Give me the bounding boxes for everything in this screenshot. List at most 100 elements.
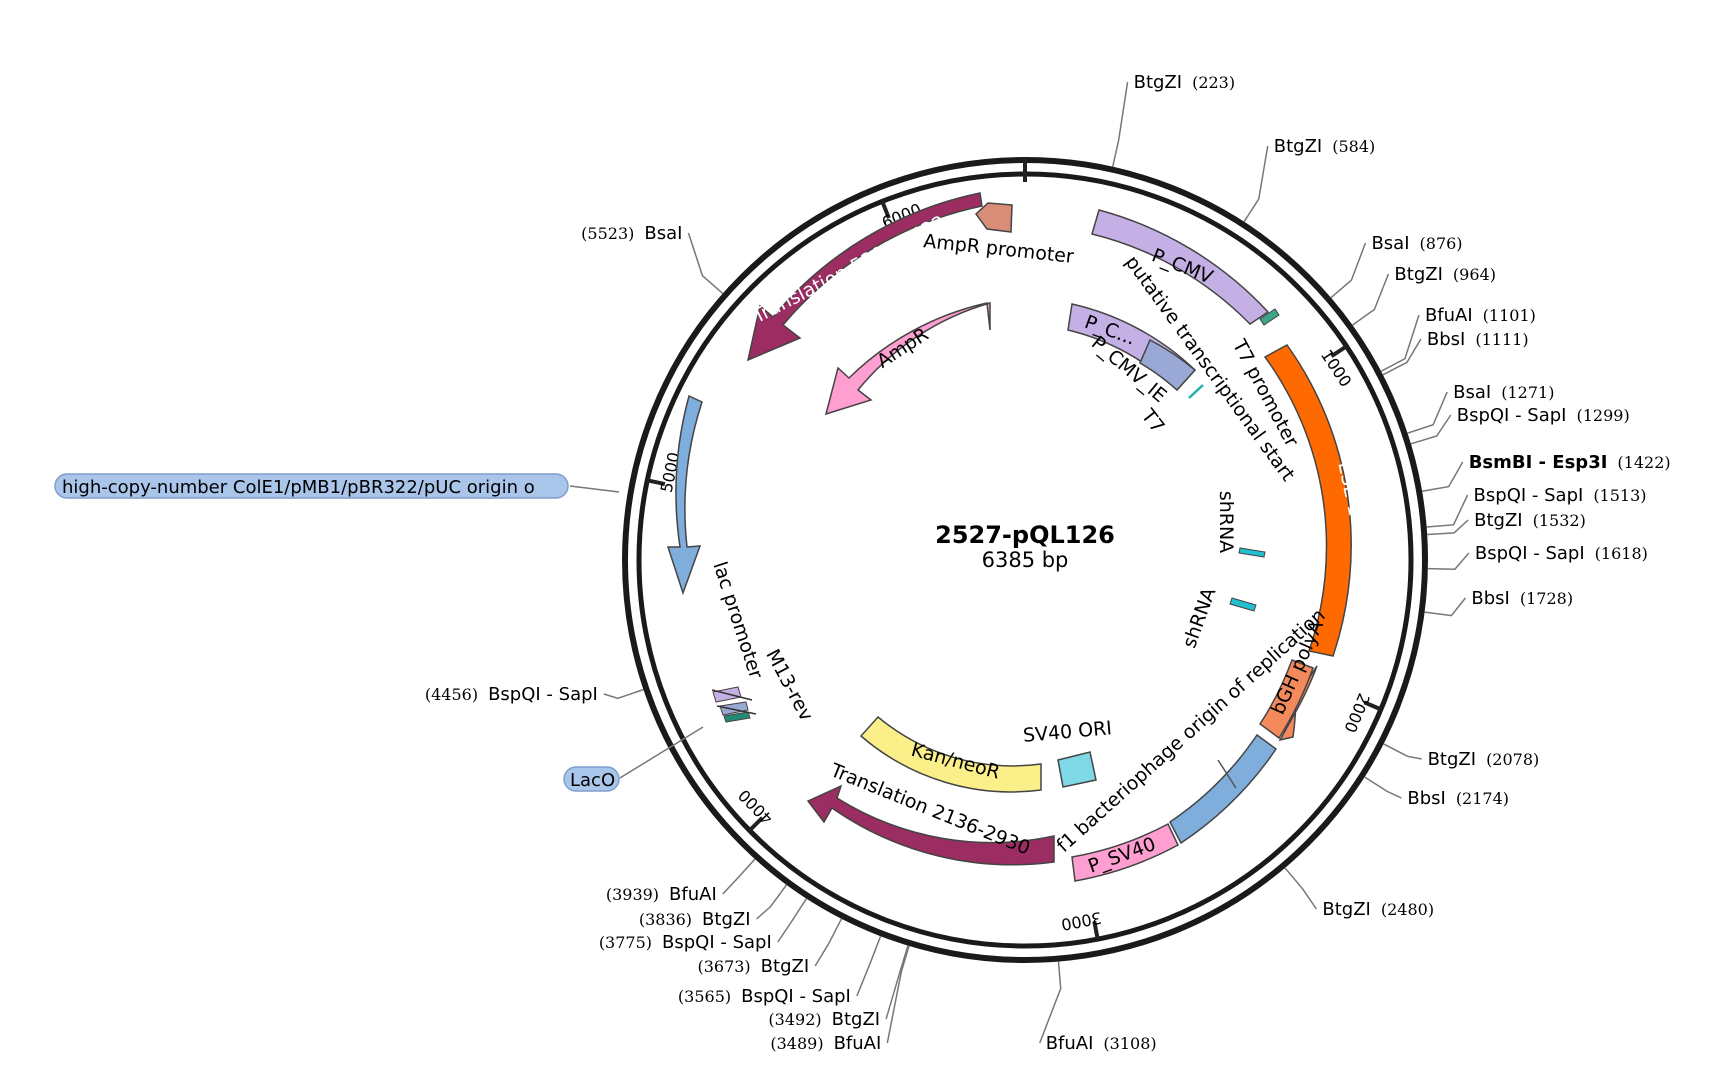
site-position: (1271) <box>1501 383 1554 402</box>
site-position: (223) <box>1192 73 1235 92</box>
feature-pills: high-copy-number ColE1/pMB1/pBR322/pUC o… <box>54 473 704 792</box>
restriction-site[interactable]: (5523)BsaI <box>581 223 682 244</box>
restriction-site[interactable]: (3939) BfuAI <box>606 884 717 905</box>
site-leader <box>1426 494 1469 528</box>
restriction-site[interactable]: BspQI - SapI (1513) <box>1474 485 1647 506</box>
restriction-site[interactable]: BspQI - SapI(1618) <box>1475 543 1648 564</box>
site-leader <box>722 858 756 895</box>
site-position: (5523) <box>581 224 634 243</box>
m13-rev-label: M13-rev <box>761 646 817 725</box>
restriction-site[interactable]: BsmBI - Esp3I(1422) <box>1469 452 1671 473</box>
site-name: BtgZI <box>1474 510 1522 531</box>
translation-2136-feature <box>806 784 1055 866</box>
restriction-site[interactable]: BbsI(1728) <box>1471 588 1573 609</box>
plasmid-size: 6385 bp <box>982 548 1069 572</box>
plasmid-name: 2527-pQL126 <box>935 521 1115 549</box>
restriction-site[interactable]: BtgZI(584) <box>1274 136 1376 157</box>
restriction-site[interactable]: BsaI (876) <box>1371 233 1462 254</box>
restriction-site[interactable]: (3492) BtgZI <box>768 1009 880 1030</box>
site-leader <box>756 884 788 920</box>
shrna-label-2: shRNA <box>1178 585 1220 651</box>
site-name: BsaI <box>1371 233 1409 254</box>
p-cmv-feature <box>1091 209 1270 325</box>
lac-marker-line-2 <box>716 705 757 715</box>
t7-promoter-feature <box>1259 308 1280 326</box>
site-name: BtgZI <box>1274 136 1322 157</box>
site-leader <box>777 898 808 943</box>
site-leader <box>1243 145 1269 223</box>
site-name: BspQI - SapI <box>1474 485 1584 506</box>
site-name: BspQI - SapI <box>662 932 772 953</box>
site-leader <box>1111 81 1129 167</box>
site-leader <box>886 945 910 1044</box>
site-leader <box>1427 519 1469 536</box>
restriction-site[interactable]: (3565)BspQI - SapI <box>678 986 851 1007</box>
p-cmv-ie-part <box>1139 338 1197 392</box>
restriction-site[interactable]: BbsI(1111) <box>1427 329 1529 350</box>
site-leader <box>1330 242 1367 299</box>
restriction-sites: BtgZI (223) BtgZI(584) BsaI (876) BtgZI(964) B… <box>425 72 1671 1054</box>
site-name: BtgZI <box>832 1009 880 1030</box>
site-position: (1111) <box>1475 330 1528 349</box>
p-sv40-label: P_SV40 <box>1085 833 1158 878</box>
restriction-site[interactable]: (3836)BtgZI <box>639 909 751 930</box>
restriction-site[interactable]: BtgZI (223) <box>1134 72 1236 93</box>
site-position: (876) <box>1420 234 1463 253</box>
restriction-site[interactable]: BsaI (1271) <box>1453 382 1554 403</box>
site-position: (3492) <box>768 1010 821 1029</box>
site-name: BsaI <box>1453 382 1491 403</box>
site-leader <box>1382 338 1422 376</box>
site-position: (2174) <box>1456 789 1509 808</box>
restriction-site[interactable]: BtgZI (2078) <box>1428 749 1540 770</box>
site-position: (3836) <box>639 910 692 929</box>
restriction-site[interactable]: (4456)BspQI - SapI <box>425 684 598 705</box>
scale-tick <box>646 478 666 487</box>
site-position: (3108) <box>1103 1034 1156 1053</box>
site-name: BbsI <box>1471 588 1509 609</box>
site-name: BfuAI <box>669 884 717 905</box>
laco-feature <box>723 711 751 723</box>
site-position: (2480) <box>1381 900 1434 919</box>
site-name: BtgZI <box>761 956 809 977</box>
site-name: BtgZI <box>1428 749 1476 770</box>
site-leader <box>1427 552 1470 570</box>
laco-pill[interactable] <box>563 766 620 792</box>
scale-tick <box>748 816 764 832</box>
scale-tick <box>1092 921 1100 940</box>
bgh-polya-block <box>1258 659 1314 740</box>
restriction-site[interactable]: BtgZI(964) <box>1394 264 1496 285</box>
site-name: BfuAI <box>1046 1033 1094 1054</box>
restriction-site[interactable]: (3489)BfuAI <box>770 1033 881 1054</box>
site-name: BfuAI <box>834 1033 882 1054</box>
site-name: BspQI - SapI <box>741 986 851 1007</box>
site-name: BspQI - SapI <box>1475 543 1585 564</box>
site-position: (2078) <box>1486 750 1539 769</box>
restriction-site[interactable]: BbsI (2174) <box>1407 788 1509 809</box>
restriction-site[interactable]: BfuAI (3108) <box>1046 1033 1157 1054</box>
sv40-ori-label: SV40 ORI <box>1022 717 1113 747</box>
restriction-site[interactable]: (3673)BtgZI <box>697 956 809 977</box>
scale-tick <box>1330 344 1348 358</box>
site-position: (3939) <box>606 885 659 904</box>
ese1-feature <box>1263 344 1352 657</box>
restriction-site[interactable]: (3775)BspQI - SapI <box>599 932 772 953</box>
ori-feature <box>666 394 703 596</box>
shrna-feature-1 <box>1238 547 1266 558</box>
restriction-site[interactable]: BtgZI(2480) <box>1322 899 1434 920</box>
restriction-site[interactable]: BtgZI(1532) <box>1474 510 1586 531</box>
restriction-site[interactable]: BspQI - SapI(1299) <box>1457 405 1630 426</box>
sv40-ori-feature <box>1057 751 1097 788</box>
site-leader <box>1421 461 1464 492</box>
site-name: BsmBI - Esp3I <box>1469 452 1608 473</box>
f1-ori-leader <box>1217 759 1237 789</box>
site-name: BtgZI <box>1134 72 1182 93</box>
site-position: (4456) <box>425 685 478 704</box>
site-leader <box>1383 743 1422 760</box>
translation-5292-label: Translation 5292-4432 <box>748 211 949 328</box>
site-name: BbsI <box>1407 788 1445 809</box>
site-leader <box>1410 414 1452 445</box>
restriction-site[interactable]: BfuAI(1101) <box>1425 305 1536 326</box>
site-position: (1513) <box>1593 486 1646 505</box>
ori-pill[interactable] <box>54 473 569 499</box>
